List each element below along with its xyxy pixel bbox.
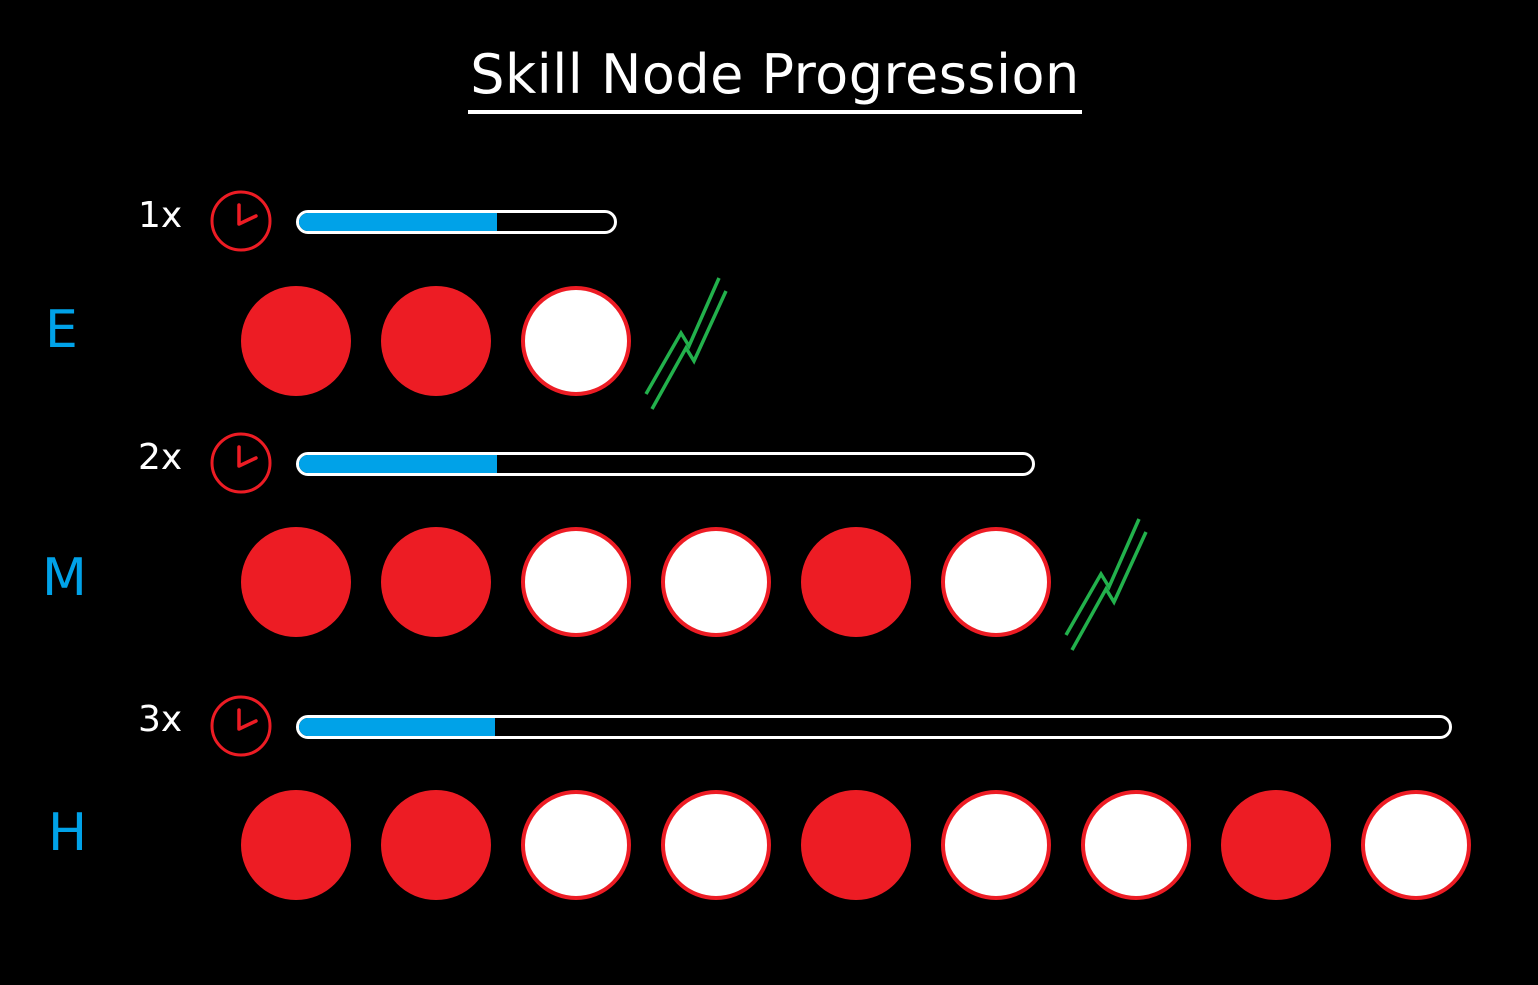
- progress-bar-2x: [296, 452, 1035, 476]
- skill-node-empty: [661, 790, 771, 900]
- multiplier-label-3x: 3x: [138, 699, 183, 740]
- difficulty-label-hard: H: [48, 803, 88, 863]
- multiplier-label-1x: 1x: [138, 195, 183, 236]
- difficulty-label-medium: M: [42, 548, 87, 608]
- progress-bar-fill: [299, 455, 497, 473]
- skill-node-filled: [241, 527, 351, 637]
- progress-bar-fill: [299, 213, 498, 231]
- skill-node-filled: [801, 790, 911, 900]
- title-underline: [468, 110, 1082, 114]
- skill-node-empty: [1081, 790, 1191, 900]
- skill-node-empty: [1361, 790, 1471, 900]
- skill-node-empty: [941, 790, 1051, 900]
- page-title: Skill Node Progression: [470, 43, 1080, 106]
- progress-bar-1x: [296, 210, 617, 234]
- progress-bar-fill: [299, 718, 495, 736]
- clock-icon: [210, 432, 272, 494]
- skill-node-empty: [521, 527, 631, 637]
- skill-node-empty: [521, 790, 631, 900]
- multiplier-label-2x: 2x: [138, 437, 183, 478]
- lightning-bolt-icon: [1064, 518, 1148, 651]
- lightning-bolt-icon: [644, 277, 728, 410]
- difficulty-label-easy: E: [45, 300, 78, 360]
- clock-icon: [210, 695, 272, 757]
- skill-node-empty: [661, 527, 771, 637]
- skill-node-filled: [381, 790, 491, 900]
- skill-node-empty: [941, 527, 1051, 637]
- clock-icon: [210, 190, 272, 252]
- skill-node-filled: [381, 527, 491, 637]
- skill-node-filled: [801, 527, 911, 637]
- skill-node-filled: [241, 286, 351, 396]
- skill-node-empty: [521, 286, 631, 396]
- skill-node-filled: [1221, 790, 1331, 900]
- progress-bar-3x: [296, 715, 1452, 739]
- skill-node-filled: [381, 286, 491, 396]
- skill-node-filled: [241, 790, 351, 900]
